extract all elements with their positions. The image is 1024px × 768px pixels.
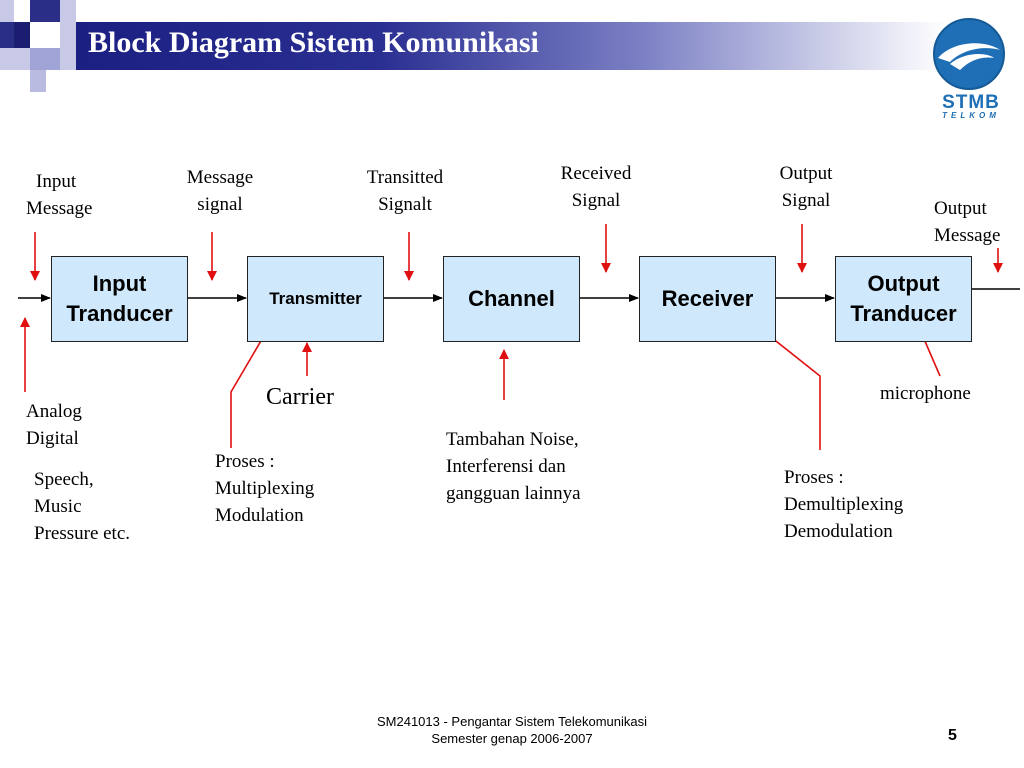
output-signal-label: Output Signal bbox=[779, 163, 833, 211]
decor-square bbox=[30, 0, 60, 22]
decor-square bbox=[14, 22, 30, 48]
decor-square bbox=[60, 0, 76, 22]
slide-footer: SM241013 - Pengantar Sistem Telekomunika… bbox=[340, 713, 684, 747]
channel-block: Channel bbox=[443, 256, 580, 342]
output-transducer-label-line2: Tranducer bbox=[850, 301, 957, 326]
page-number: 5 bbox=[948, 727, 957, 744]
carrier-label: Carrier bbox=[266, 384, 334, 410]
receiver-label: Receiver bbox=[661, 286, 754, 311]
input-transducer-label-line1: Input bbox=[92, 271, 147, 296]
stmb-logo-icon bbox=[933, 18, 1005, 90]
logo-subtext: TELKOM bbox=[942, 111, 1000, 120]
footer-semester: Semester genap 2006-2007 bbox=[431, 731, 593, 746]
footer-course: SM241013 - Pengantar Sistem Telekomunika… bbox=[376, 714, 648, 729]
decor-square bbox=[14, 0, 30, 22]
output-transducer-block: Output Tranducer bbox=[835, 256, 972, 342]
noise-label: Tambahan Noise, Interferensi dan ganggua… bbox=[446, 429, 581, 504]
microphone-label: microphone bbox=[880, 383, 971, 404]
decor-square bbox=[0, 22, 14, 48]
receiver-block: Receiver bbox=[639, 256, 776, 342]
decor-square bbox=[0, 0, 14, 22]
tx-process-label: Proses : Multiplexing Modulation bbox=[215, 451, 315, 526]
tx-proses-arrow bbox=[230, 321, 273, 448]
decor-square bbox=[30, 48, 60, 70]
decor-square bbox=[0, 48, 30, 70]
analog-digital-label: Analog Digital bbox=[26, 401, 82, 449]
input-transducer-label-line2: Tranducer bbox=[66, 301, 173, 326]
output-transducer-label-line1: Output bbox=[867, 271, 940, 296]
logo-text: STMB bbox=[942, 92, 1000, 113]
page-title: Block Diagram Sistem Komunikasi bbox=[88, 26, 539, 59]
rx-process-label: Proses : Demultiplexing Demodulation bbox=[784, 467, 904, 542]
decor-square bbox=[60, 22, 76, 70]
received-signal-label: Received Signal bbox=[560, 163, 632, 211]
channel-label: Channel bbox=[468, 286, 555, 311]
transmitter-block: Transmitter bbox=[247, 256, 384, 342]
output-message-label: Output Message bbox=[934, 198, 1001, 246]
decor-square bbox=[30, 70, 46, 92]
message-signal-label: Message signal bbox=[186, 167, 254, 215]
source-examples-label: Speech, Music Pressure etc. bbox=[34, 469, 131, 544]
transmitter-label: Transmitter bbox=[269, 289, 362, 308]
input-transducer-block: Input Tranducer bbox=[51, 256, 188, 342]
decor-square bbox=[30, 22, 60, 48]
transmitted-signal-label: Transitted Signalt bbox=[366, 167, 444, 215]
input-message-label: Input Message bbox=[26, 171, 93, 219]
title-bar bbox=[76, 22, 946, 70]
